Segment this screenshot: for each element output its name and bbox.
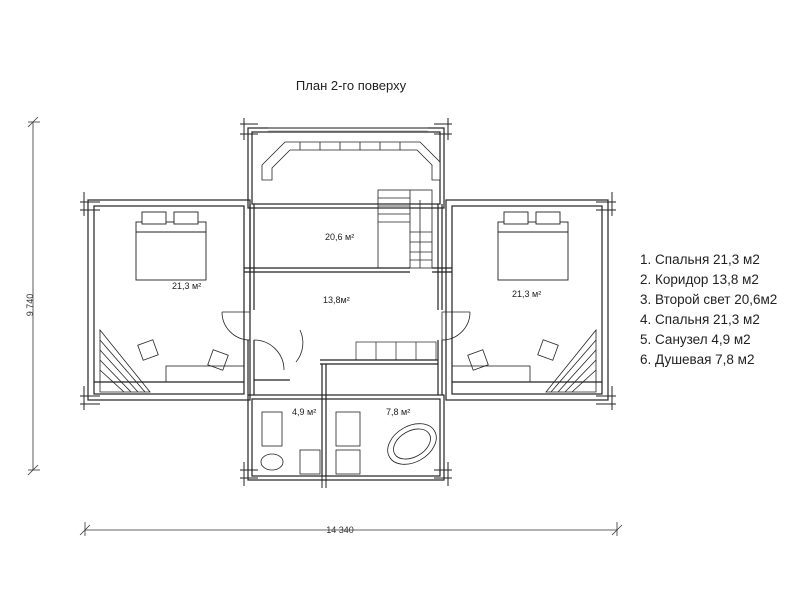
bed-left [135, 211, 207, 281]
legend-text: Спальня 21,3 м2 [655, 312, 760, 327]
legend-text: Душевая 7,8 м2 [655, 352, 755, 367]
dimension-lines [27, 116, 623, 536]
legend-text: Коридор 13,8 м2 [655, 272, 759, 287]
doors [221, 311, 471, 371]
dimension-width: 14 340 [326, 525, 354, 535]
staircase [377, 189, 433, 269]
area-corridor: 13,8м² [323, 295, 350, 305]
legend-number: 1. [640, 252, 652, 267]
legend-text: Санузел 4,9 м2 [655, 332, 751, 347]
room-legend: 1. Спальня 21,3 м2 2. Коридор 13,8 м2 3.… [640, 250, 777, 370]
area-bathroom: 4,9 м² [292, 407, 316, 417]
corridor-storage [355, 341, 437, 361]
bay-seating [261, 141, 441, 181]
legend-item: 4. Спальня 21,3 м2 [640, 310, 777, 330]
legend-item: 3. Второй свет 20,6м2 [640, 290, 777, 310]
bed-right [497, 211, 569, 281]
bathroom-fixtures [260, 411, 437, 475]
legend-item: 1. Спальня 21,3 м2 [640, 250, 777, 270]
legend-number: 2. [640, 272, 652, 287]
area-bedroom-right: 21,3 м² [512, 289, 541, 299]
top-window [268, 127, 428, 132]
legend-number: 6. [640, 352, 652, 367]
legend-number: 3. [640, 292, 652, 307]
legend-number: 4. [640, 312, 652, 327]
area-bedroom-left: 21,3 м² [172, 281, 201, 291]
left-corner-furniture [99, 328, 245, 393]
legend-text: Второй свет 20,6м2 [655, 292, 778, 307]
area-second-light: 20,6 м² [325, 232, 354, 242]
legend-item: 5. Санузел 4,9 м2 [640, 330, 777, 350]
legend-text: Спальня 21,3 м2 [655, 252, 760, 267]
log-corners [80, 118, 616, 488]
plan-title: План 2-го поверху [295, 78, 407, 93]
legend-item: 2. Коридор 13,8 м2 [640, 270, 777, 290]
area-shower: 7,8 м² [386, 407, 410, 417]
dimension-height: 9 740 [25, 293, 35, 317]
legend-item: 6. Душевая 7,8 м2 [640, 350, 777, 370]
right-corner-furniture [451, 328, 597, 393]
legend-number: 5. [640, 332, 652, 347]
